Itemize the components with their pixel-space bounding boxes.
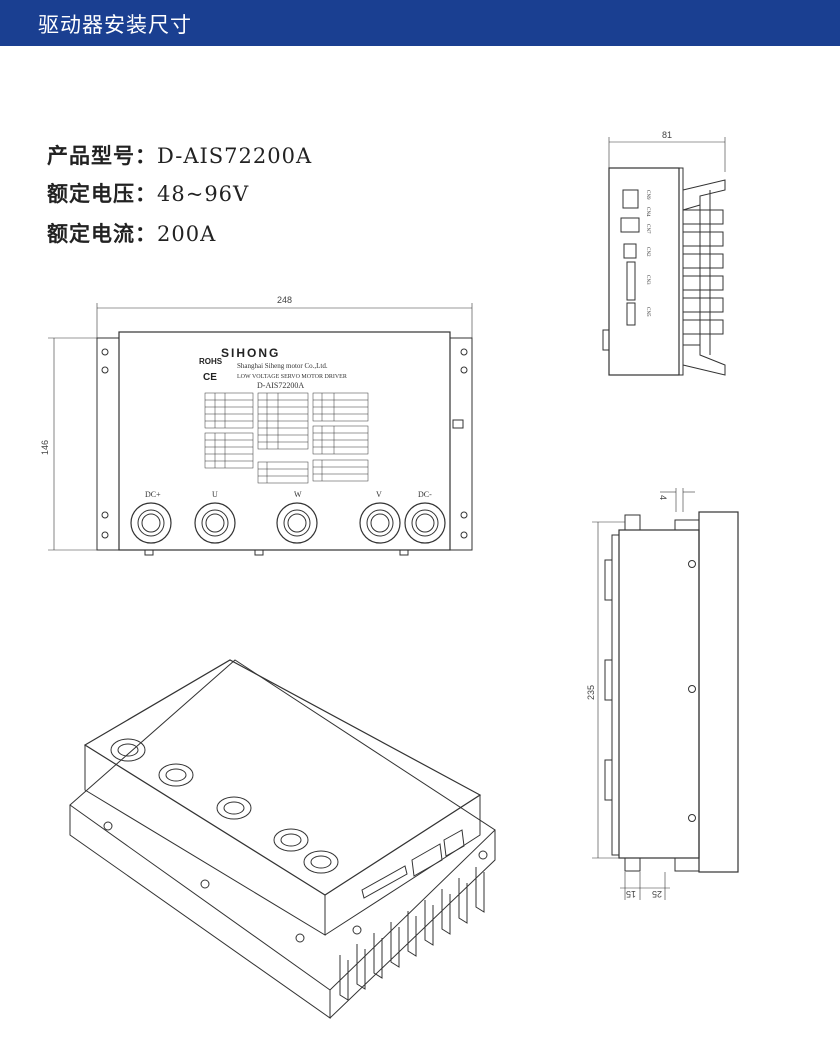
heatsink-fins [682, 179, 726, 376]
iso-terminal-2 [158, 763, 194, 787]
connector-label-cn9: CN9 [645, 190, 650, 200]
terminal-u [194, 502, 236, 544]
front-view: 248 146 SIHONG Shanghai Siheng motor Co.… [40, 295, 473, 556]
terminal-label-v: V [376, 490, 382, 499]
connector-label-cn4: CN4 [645, 207, 650, 217]
spec-model-label: 产品型号： [47, 143, 157, 168]
cn5-port [626, 302, 636, 326]
front-height-dim: 146 [40, 440, 50, 455]
model-label: D-AIS72200A [257, 381, 304, 390]
spec-voltage-label: 额定电压： [47, 181, 157, 206]
front-width-dim: 248 [277, 295, 292, 305]
spec-current: 额定电流：200A [47, 218, 216, 248]
cn7-port [620, 217, 640, 233]
driver-type-label: LOW VOLTAGE SERVO MOTOR DRIVER [237, 374, 347, 380]
ce-mark: CE [203, 372, 217, 383]
iso-fins [339, 867, 485, 1001]
terminal-dc-minus [404, 502, 446, 544]
side-width-dim: 81 [662, 130, 672, 140]
bottom-dim-15: 15 [626, 889, 636, 899]
connector-label-cn5: CN5 [645, 307, 650, 317]
spec-model-value: D-AIS72200A [157, 144, 313, 168]
side-body [608, 167, 680, 376]
brand-label: SIHONG [221, 346, 280, 360]
spec-current-value: 200A [157, 222, 217, 246]
header-bar [0, 0, 840, 46]
terminal-w [276, 502, 318, 544]
cn2-port [623, 243, 637, 259]
terminal-dc-plus [130, 502, 172, 544]
cn9-port [622, 189, 639, 209]
bottom-height-dim: 235 [586, 685, 596, 700]
spec-voltage-value: 48~96V [157, 182, 250, 206]
connector-label-cn2: CN2 [645, 247, 650, 257]
front-body [118, 331, 451, 551]
spec-current-label: 额定电流： [47, 221, 157, 246]
iso-connector-block [411, 843, 443, 877]
rear-heatsink [698, 511, 739, 873]
spec-model: 产品型号：D-AIS72200A [47, 140, 312, 170]
terminal-label-w: W [294, 490, 302, 499]
iso-terminal-3 [216, 796, 252, 820]
pinout-tables [204, 392, 369, 484]
connector-label-cn3: CN3 [645, 275, 650, 285]
company-label: Shanghai Siheng motor Co.,Ltd. [237, 362, 328, 370]
rear-body [618, 529, 700, 859]
page-title: 驱动器安装尺寸 [38, 13, 192, 37]
bottom-dim-25: 25 [652, 889, 662, 899]
terminal-label-dc-plus: DC+ [145, 490, 161, 499]
cn3-port [626, 261, 636, 301]
iso-terminal-1 [110, 738, 146, 762]
terminal-label-dc-minus: DC- [418, 490, 432, 499]
bottom-view: 4 235 15 25 [586, 488, 739, 900]
terminal-label-u: U [212, 490, 218, 499]
rohs-mark: ROHS [199, 357, 223, 366]
top-offset-dim: 4 [658, 495, 668, 500]
iso-terminal-4 [273, 828, 309, 852]
iso-terminal-5 [303, 850, 339, 874]
iso-connector-strip [361, 865, 408, 899]
spec-voltage: 额定电压：48~96V [47, 178, 249, 208]
terminal-v [359, 502, 401, 544]
side-view: 81 CN9 CN4 CN7 CN2 CN3 CN5 [602, 130, 726, 376]
isometric-view [69, 659, 496, 1019]
connector-label-cn7: CN7 [645, 224, 650, 234]
